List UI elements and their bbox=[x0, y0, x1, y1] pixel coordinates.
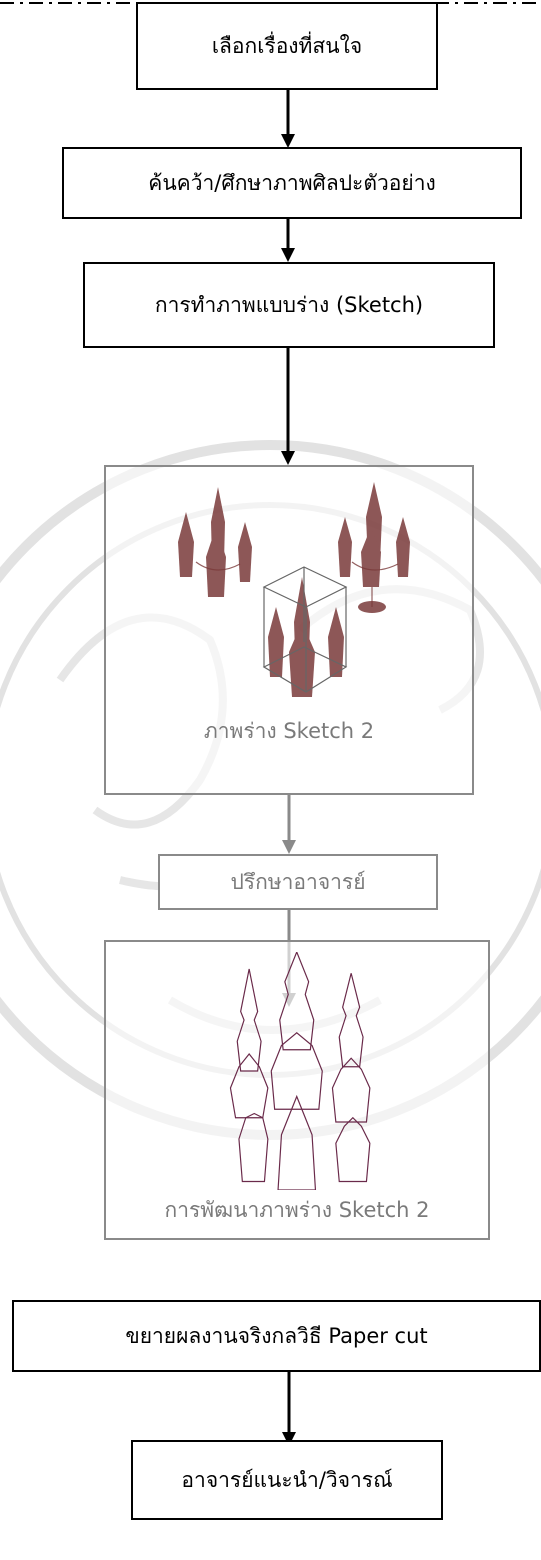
arrow-connector bbox=[281, 218, 295, 262]
step-label: การทำภาพแบบร่าง (Sketch) bbox=[154, 292, 424, 317]
sketch-illustration bbox=[178, 482, 410, 697]
step-select-topic: เลือกเรื่องที่สนใจ bbox=[136, 2, 438, 90]
sketch-2-development-panel: การพัฒนาภาพร่าง Sketch 2 bbox=[104, 940, 490, 1240]
step-label: เลือกเรื่องที่สนใจ bbox=[211, 33, 363, 58]
panel-caption: การพัฒนาภาพร่าง Sketch 2 bbox=[164, 1198, 430, 1222]
arrow-connector bbox=[282, 1368, 296, 1446]
step-label: ปรึกษาอาจารย์ bbox=[230, 869, 366, 894]
paper-cut-outlines bbox=[229, 952, 371, 1190]
arrow-connector bbox=[282, 794, 296, 854]
step-label: ขยายผลงานจริงกลวิธี Paper cut bbox=[125, 1323, 428, 1348]
sketch-2-panel: ภาพร่าง Sketch 2 bbox=[104, 465, 474, 795]
step-advisor-feedback: อาจารย์แนะนำ/วิจารณ์ bbox=[131, 1440, 443, 1520]
arrow-connector bbox=[281, 347, 295, 465]
panel-caption: ภาพร่าง Sketch 2 bbox=[203, 719, 375, 743]
step-consult-advisor: ปรึกษาอาจารย์ bbox=[158, 854, 438, 910]
step-label: อาจารย์แนะนำ/วิจารณ์ bbox=[181, 1467, 393, 1492]
step-paper-cut: ขยายผลงานจริงกลวิธี Paper cut bbox=[12, 1300, 541, 1372]
step-research-examples: ค้นคว้า/ศึกษาภาพศิลปะตัวอย่าง bbox=[62, 147, 522, 219]
arrow-connector bbox=[281, 88, 295, 148]
step-label: ค้นคว้า/ศึกษาภาพศิลปะตัวอย่าง bbox=[148, 170, 436, 195]
step-sketch: การทำภาพแบบร่าง (Sketch) bbox=[83, 262, 495, 348]
